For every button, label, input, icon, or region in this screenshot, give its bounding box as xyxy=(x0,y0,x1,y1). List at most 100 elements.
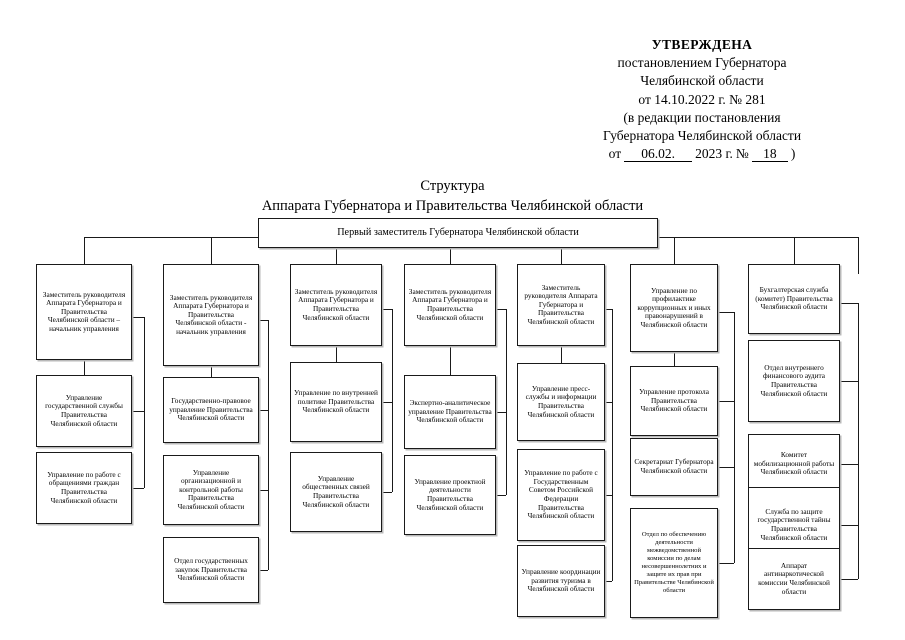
org-node-label: Служба по защите государственной тайны П… xyxy=(757,506,831,542)
org-node-col3-1[interactable]: Заместитель руководителя Аппарата Губерн… xyxy=(290,264,382,346)
org-node-label: Отдел внутреннего финансового аудита Пра… xyxy=(760,362,828,398)
org-node-label: Управление проектной деятельности Правит… xyxy=(414,476,486,512)
connector-spine-col4 xyxy=(506,309,507,495)
org-node-col2-2[interactable]: Государственно-правовое управление Прави… xyxy=(163,377,259,443)
org-node-col6-2[interactable]: Управление протокола Правительства Челяб… xyxy=(630,366,718,436)
org-node-col5-3[interactable]: Управление по работе с Государственным С… xyxy=(517,449,605,541)
connector-drop-col1 xyxy=(84,237,85,264)
connector-branch-col3-3 xyxy=(382,492,392,493)
connector-stem-col6 xyxy=(674,352,675,366)
org-node-root-label: Первый заместитель Губернатора Челябинск… xyxy=(337,227,579,238)
org-node-label: Управление по профилактике коррупционных… xyxy=(637,285,711,329)
connector-spine-col3 xyxy=(392,309,393,492)
org-node-label: Управление государственной службы Правит… xyxy=(45,392,123,428)
approval-line-1: постановлением Губернатора xyxy=(617,55,787,71)
approval-close-paren: ) xyxy=(790,146,796,162)
connector-branch-col2-4 xyxy=(259,570,268,571)
org-node-label: Комитет мобилизационной работы Челябинск… xyxy=(753,450,835,477)
org-node-col7-2[interactable]: Отдел внутреннего финансового аудита Пра… xyxy=(748,340,840,422)
org-node-label: Заместитель руководителя Аппарата Губерн… xyxy=(408,286,492,322)
connector-branch-col4-3 xyxy=(496,495,506,496)
org-node-col7-1[interactable]: Бухгалтерская служба (комитет) Правитель… xyxy=(748,264,840,334)
approval-line-2: Челябинской области xyxy=(640,73,764,89)
connector-branch-col1-3 xyxy=(132,488,144,489)
connector-stem-col4 xyxy=(450,346,451,375)
org-node-label: Заместитель руководителя Аппарата Губерн… xyxy=(169,292,253,336)
org-node-root[interactable]: Первый заместитель Губернатора Челябинск… xyxy=(258,218,658,248)
approval-number-value: 18 xyxy=(751,146,788,163)
connector-branch-col4-2 xyxy=(496,412,506,413)
connector-spine-top-col1 xyxy=(132,317,144,318)
connector-branch-col5-2 xyxy=(605,402,612,403)
org-node-col1-3[interactable]: Управление по работе с обращениями гражд… xyxy=(36,452,132,524)
org-node-col4-2[interactable]: Экспертно-аналитическое управление Прави… xyxy=(404,375,496,449)
org-node-col5-2[interactable]: Управление пресс-службы и информации Пра… xyxy=(517,363,605,441)
connector-spine-top-col4 xyxy=(496,309,506,310)
org-node-label: Управление организационной и контрольной… xyxy=(177,467,245,511)
org-node-col6-1[interactable]: Управление по профилактике коррупционных… xyxy=(630,264,718,352)
connector-drop-col7-right xyxy=(858,237,859,274)
connector-stem-col3 xyxy=(336,346,337,362)
connector-spine-col5 xyxy=(612,309,613,581)
connector-branch-col5-3 xyxy=(605,495,612,496)
connector-branch-col5-4 xyxy=(605,581,612,582)
org-node-col2-1[interactable]: Заместитель руководителя Аппарата Губерн… xyxy=(163,264,259,366)
connector-drop-col7 xyxy=(794,237,795,264)
connector-spine-top-col3 xyxy=(382,309,392,310)
org-node-col4-1[interactable]: Заместитель руководителя Аппарата Губерн… xyxy=(404,264,496,346)
connector-drop-col4 xyxy=(450,237,451,264)
org-node-label: Заместитель руководителя Аппарата Губерн… xyxy=(42,289,126,333)
org-node-col5-4[interactable]: Управление координации развития туризма … xyxy=(517,545,605,617)
org-node-col5-1[interactable]: Заместитель руководителя Аппарата Губерн… xyxy=(517,264,605,346)
chart-title-line-2: Аппарата Губернатора и Правительства Чел… xyxy=(261,198,644,214)
approval-year-label: 2023 г. xyxy=(695,146,733,162)
connector-branch-col7-2 xyxy=(840,381,858,382)
connector-branch-col2-2 xyxy=(259,410,268,411)
org-node-col2-3[interactable]: Управление организационной и контрольной… xyxy=(163,455,259,525)
org-node-label: Отдел по обеспечению деятельности межвед… xyxy=(634,531,714,594)
approval-title: УТВЕРЖДЕНА xyxy=(651,37,753,52)
approval-number-label: № xyxy=(735,146,749,162)
connector-branch-col6-3 xyxy=(718,467,734,468)
connector-drop-col3 xyxy=(336,237,337,264)
connector-drop-col2 xyxy=(211,237,212,264)
connector-branch-col1-2 xyxy=(132,411,144,412)
org-node-label: Управление координации развития туризма … xyxy=(521,567,601,594)
approval-header: УТВЕРЖДЕНА постановлением Губернатора Че… xyxy=(537,36,867,163)
org-node-col6-3[interactable]: Секретариат Губернатора Челябинской обла… xyxy=(630,438,718,496)
connector-branch-col7-5 xyxy=(840,579,858,580)
org-node-col4-3[interactable]: Управление проектной деятельности Правит… xyxy=(404,455,496,535)
org-node-col3-2[interactable]: Управление по внутренней политике Правит… xyxy=(290,362,382,442)
org-node-label: Управление по внутренней политике Правит… xyxy=(294,388,378,415)
org-node-label: Бухгалтерская служба (комитет) Правитель… xyxy=(755,285,833,312)
org-node-col1-2[interactable]: Управление государственной службы Правит… xyxy=(36,375,132,447)
connector-branch-col6-4 xyxy=(718,563,734,564)
org-node-col3-3[interactable]: Управление общественных связей Правитель… xyxy=(290,452,382,532)
approval-line-4: (в редакции постановления xyxy=(623,109,781,125)
connector-branch-col2-3 xyxy=(259,490,268,491)
approval-amend-line: от 06.02. 2023 г. № 18 ) xyxy=(537,145,867,163)
connector-spine-col7 xyxy=(858,303,859,579)
org-node-col7-3[interactable]: Комитет мобилизационной работы Челябинск… xyxy=(748,434,840,494)
approval-date-value: 06.02. xyxy=(624,146,693,163)
chart-title-line-1: Структура xyxy=(420,178,485,194)
org-node-col1-1[interactable]: Заместитель руководителя Аппарата Губерн… xyxy=(36,264,132,360)
org-node-label: Секретариат Губернатора Челябинской обла… xyxy=(634,457,714,475)
connector-spine-top-col6 xyxy=(718,312,734,313)
org-node-label: Отдел государственных закупок Правительс… xyxy=(174,556,248,583)
org-node-label: Управление пресс-службы и информации Пра… xyxy=(525,383,597,419)
org-node-col7-5[interactable]: Аппарат антинаркотической комиссии Челяб… xyxy=(748,548,840,610)
org-node-label: Экспертно-аналитическое управление Прави… xyxy=(408,398,492,425)
connector-spine-top-col7 xyxy=(840,303,858,304)
approval-line-5: Губернатора Челябинской области xyxy=(602,128,802,144)
org-node-col2-4[interactable]: Отдел государственных закупок Правительс… xyxy=(163,537,259,603)
org-node-label: Управление по работе с обращениями гражд… xyxy=(47,469,121,505)
org-node-col6-4[interactable]: Отдел по обеспечению деятельности межвед… xyxy=(630,508,718,618)
connector-spine-col2 xyxy=(268,320,269,570)
chart-title: Структура Аппарата Губернатора и Правите… xyxy=(0,176,905,216)
connector-stem-col1 xyxy=(84,360,85,375)
connector-stem-col2 xyxy=(211,366,212,377)
connector-branch-col7-3 xyxy=(840,464,858,465)
